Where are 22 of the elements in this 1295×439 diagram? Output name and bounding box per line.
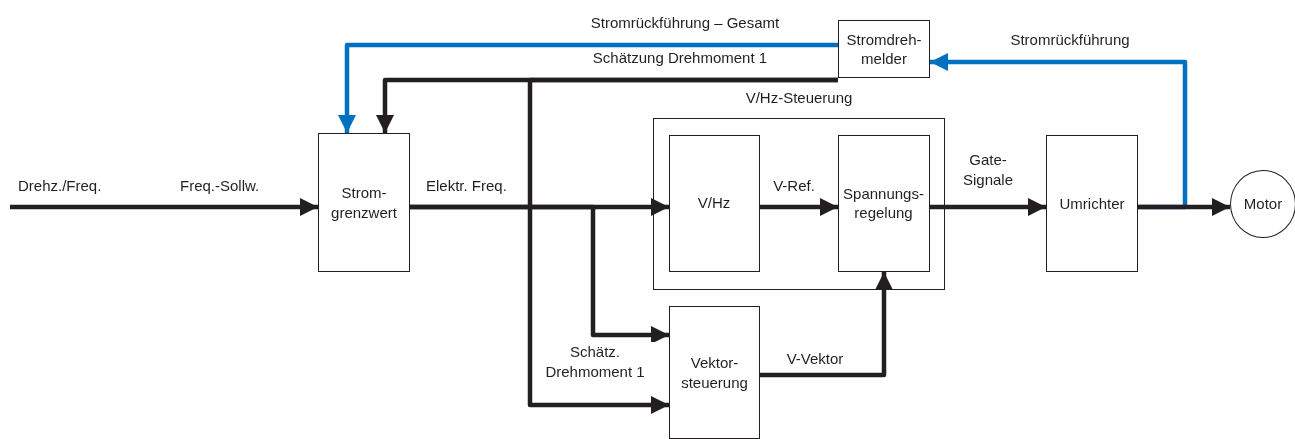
arrow [338,42,838,133]
arrow [410,204,669,344]
process-box [1046,135,1138,272]
arrow [930,198,1046,216]
group-title: V/Hz-Steuerung [744,89,854,106]
process-box [668,134,760,272]
process-box [838,20,930,78]
arrow [760,272,893,378]
process-box [837,134,930,272]
arrow [527,77,838,414]
arrow [10,198,318,216]
arrow [1138,198,1230,216]
box-label: Vektor- steuerung [680,353,749,392]
process-box [318,133,410,272]
process-box [669,306,760,439]
box-label: Strom- grenzwert [330,183,398,222]
box-label: Stromdreh- melder [845,29,923,69]
arrow [760,198,838,216]
box-label: V/Hz [696,193,732,213]
box-label: Umrichter [1058,193,1126,214]
box-label: Motor [1242,194,1284,214]
box-label: Spannungs- regelung [842,183,925,223]
